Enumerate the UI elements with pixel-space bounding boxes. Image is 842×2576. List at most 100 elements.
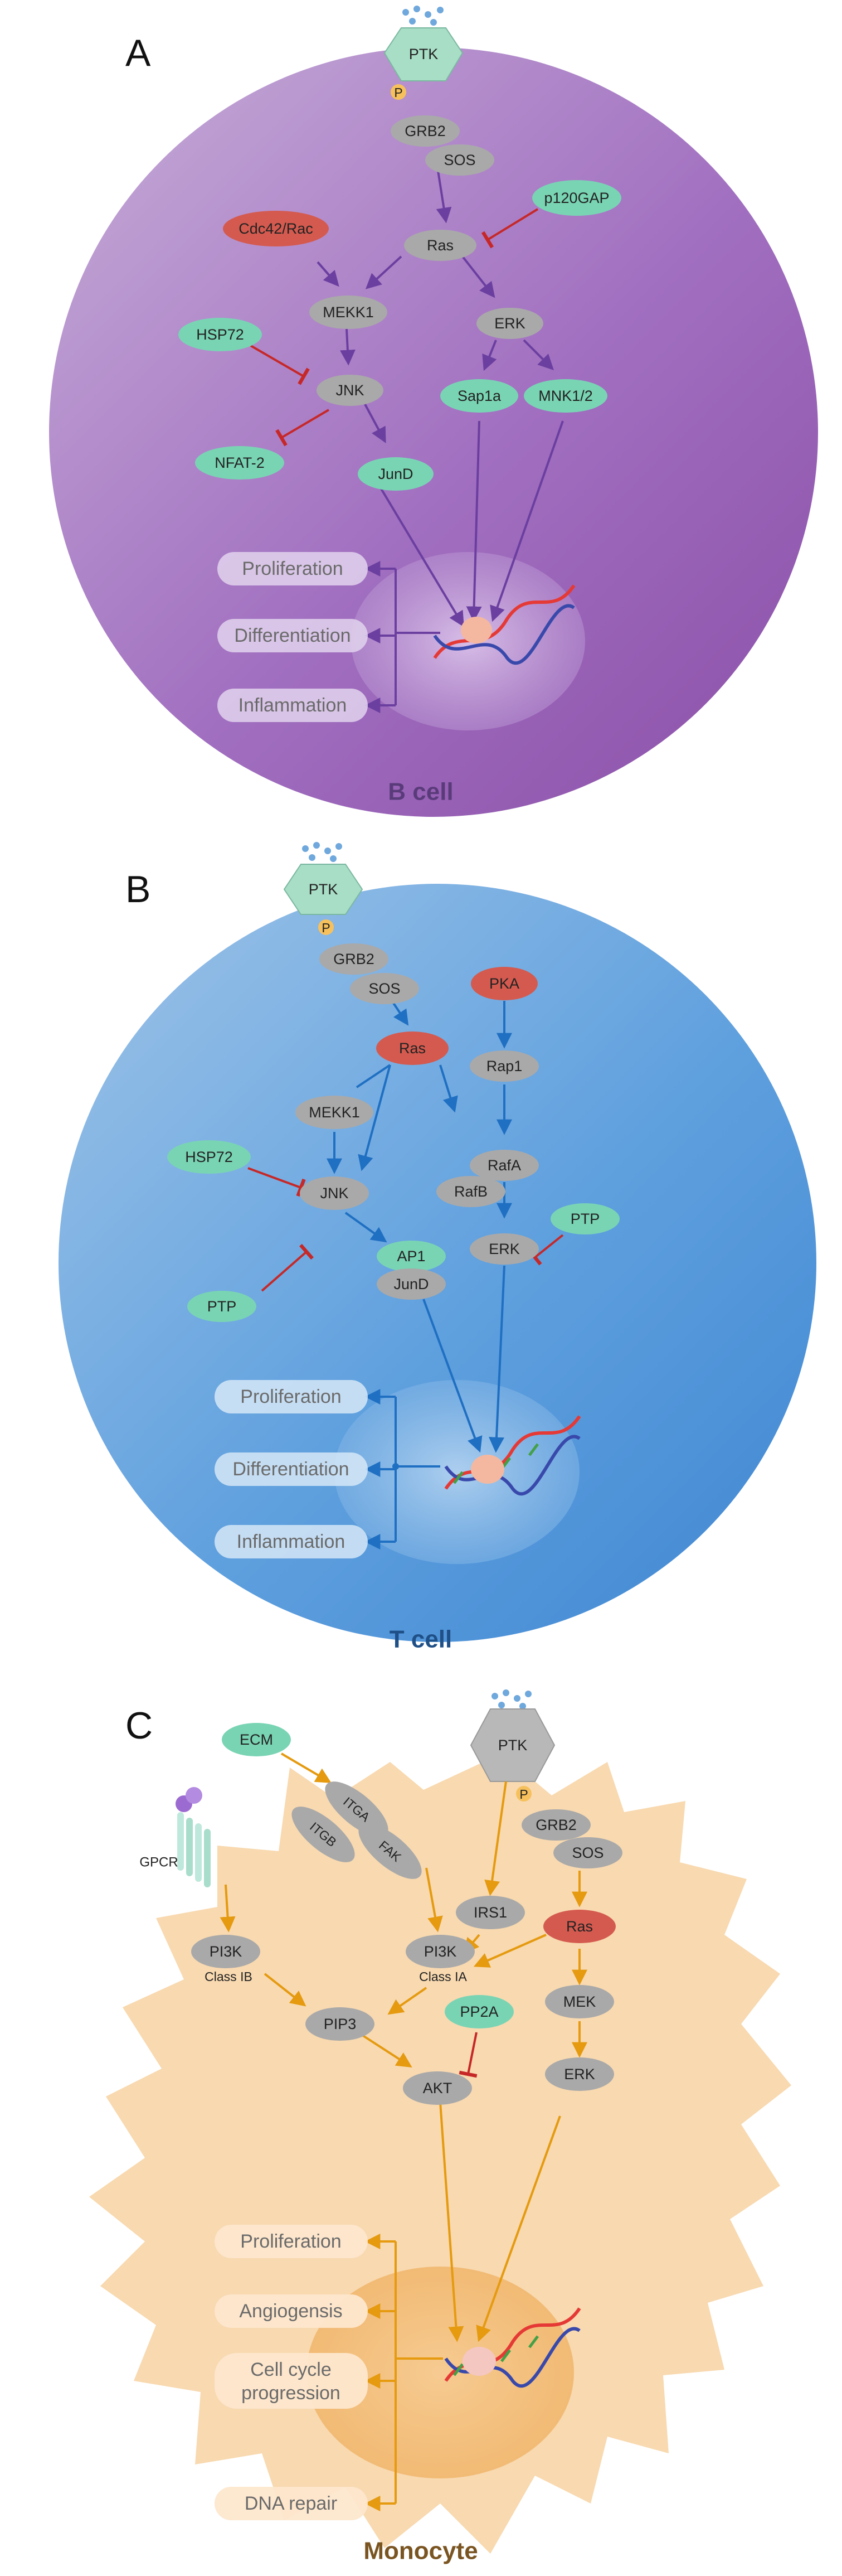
phospho-site [516, 1786, 532, 1802]
ptk-label: PTK [409, 46, 439, 62]
mek-node: MEK [545, 1985, 614, 2018]
jnk-node: JNK [317, 375, 383, 406]
phospho-site [391, 84, 406, 100]
pp2a-node: PP2A [445, 1995, 514, 2028]
grb2-node: GRB2 [391, 115, 460, 147]
svg-text:Rap1: Rap1 [486, 1058, 523, 1074]
svg-text:HSP72: HSP72 [196, 326, 244, 343]
svg-text:Proliferation: Proliferation [240, 1386, 341, 1407]
svg-text:GRB2: GRB2 [333, 951, 374, 967]
panel-b-letter: B [125, 868, 150, 911]
akt-node: AKT [403, 2071, 472, 2105]
svg-text:ECM: ECM [240, 1731, 273, 1748]
outcome-dna-repair: DNA repair [215, 2487, 368, 2520]
svg-text:MNK1/2: MNK1/2 [538, 388, 593, 404]
svg-text:DNA repair: DNA repair [245, 2493, 337, 2514]
svg-text:IRS1: IRS1 [474, 1904, 507, 1921]
mekk1-node: MEKK1 [309, 296, 387, 329]
rafa-node: RafA [470, 1150, 539, 1181]
rafb-node: RafB [436, 1176, 505, 1207]
svg-text:PI3K: PI3K [424, 1943, 457, 1960]
jnk-node: JNK [300, 1176, 369, 1210]
b-cell-label: B cell [388, 778, 453, 806]
svg-text:GRB2: GRB2 [536, 1817, 577, 1833]
ras-node: Ras [543, 1910, 616, 1943]
svg-text:PTP: PTP [571, 1210, 600, 1227]
dna-helix-icon [444, 2307, 581, 2388]
svg-text:P: P [394, 85, 402, 100]
svg-text:PKA: PKA [489, 975, 519, 992]
outcome-differentiation: Differentiation [215, 1452, 368, 1486]
ras-node: Ras [376, 1032, 449, 1065]
nucleus [306, 2267, 574, 2478]
outcome-proliferation: Proliferation [215, 2225, 368, 2258]
p120gap-node: p120GAP [532, 180, 621, 216]
ptp-right-node: PTP [551, 1203, 620, 1234]
ap1-node: AP1 [377, 1241, 446, 1272]
panel-a-bcell: A PTK P GRB2 SOS p120GAP Cd [0, 0, 842, 825]
mekk1-node: MEKK1 [295, 1096, 373, 1129]
pi3k-classia-node: PI3K Class IA [406, 1935, 475, 1984]
sos-node: SOS [425, 144, 494, 176]
monocyte-label: Monocyte [363, 2538, 478, 2565]
svg-text:Ras: Ras [566, 1918, 593, 1935]
ptk-label: PTK [498, 1737, 528, 1754]
panel-c-letter: C [125, 1705, 153, 1747]
svg-text:Differentiation: Differentiation [232, 1459, 349, 1480]
ptp-left-node: PTP [187, 1291, 256, 1322]
svg-text:JunD: JunD [393, 1276, 429, 1292]
svg-text:RafA: RafA [488, 1157, 521, 1174]
svg-text:ERK: ERK [494, 315, 525, 332]
pip3-node: PIP3 [305, 2007, 374, 2041]
svg-text:Angiogensis: Angiogensis [239, 2301, 342, 2322]
erk-node: ERK [470, 1233, 539, 1265]
panel-a-letter: A [125, 32, 151, 74]
svg-text:SOS: SOS [368, 980, 400, 997]
svg-text:Class IA: Class IA [419, 1969, 467, 1984]
svg-text:PIP3: PIP3 [324, 2016, 357, 2032]
svg-text:MEK: MEK [563, 1993, 596, 2010]
dna-helix-icon [433, 584, 576, 665]
sos-node: SOS [350, 973, 419, 1004]
svg-text:MEKK1: MEKK1 [309, 1104, 360, 1121]
panel-b-tcell: B PTK P GRB2 SOS PKA Rap1 MEKK1 [0, 825, 842, 1684]
itga-node: ITGA [325, 1781, 388, 1837]
svg-text:JNK: JNK [335, 382, 364, 399]
svg-text:NFAT-2: NFAT-2 [215, 454, 265, 471]
mnk12-node: MNK1/2 [524, 379, 607, 413]
panel-a-diagram: A PTK P GRB2 SOS p120GAP Cd [49, 6, 818, 817]
jund-node: JunD [358, 457, 434, 491]
svg-text:MEKK1: MEKK1 [323, 304, 374, 321]
outcome-proliferation: Proliferation [217, 552, 368, 585]
svg-text:Cell cycle: Cell cycle [250, 2359, 331, 2380]
hsp72-node: HSP72 [167, 1140, 251, 1174]
svg-text:P: P [322, 921, 330, 935]
svg-text:Proliferation: Proliferation [242, 558, 343, 579]
svg-text:Inflammation: Inflammation [239, 695, 347, 716]
svg-text:P: P [519, 1787, 528, 1802]
svg-text:Proliferation: Proliferation [240, 2231, 341, 2252]
panel-c-diagram: C PTK P GPCR [89, 1689, 791, 2565]
dna-helix-icon [444, 1415, 581, 1496]
svg-text:SOS: SOS [444, 152, 475, 168]
ptk-receptor: PTK P [383, 6, 464, 100]
svg-text:GRB2: GRB2 [405, 123, 446, 139]
phospho-site [318, 919, 334, 935]
svg-text:ERK: ERK [564, 2066, 595, 2083]
ras-node: Ras [404, 230, 476, 261]
svg-text:SOS: SOS [572, 1844, 603, 1861]
ptk-receptor: PTK P [470, 1689, 556, 1802]
sap1a-node: Sap1a [440, 379, 518, 413]
hsp72-node: HSP72 [178, 318, 262, 351]
nfat2-node: NFAT-2 [195, 446, 284, 480]
outcome-differentiation: Differentiation [217, 619, 368, 652]
panel-b-diagram: B PTK P GRB2 SOS PKA Rap1 MEKK1 [59, 842, 816, 1653]
svg-text:Class IB: Class IB [205, 1969, 252, 1984]
svg-text:PTP: PTP [207, 1298, 237, 1315]
svg-text:Ras: Ras [399, 1040, 426, 1057]
itgb-node: ITGB [291, 1807, 355, 1862]
t-cell-label: T cell [390, 1626, 452, 1653]
fak-node: FAK [358, 1823, 422, 1879]
svg-text:RafB: RafB [454, 1183, 488, 1200]
